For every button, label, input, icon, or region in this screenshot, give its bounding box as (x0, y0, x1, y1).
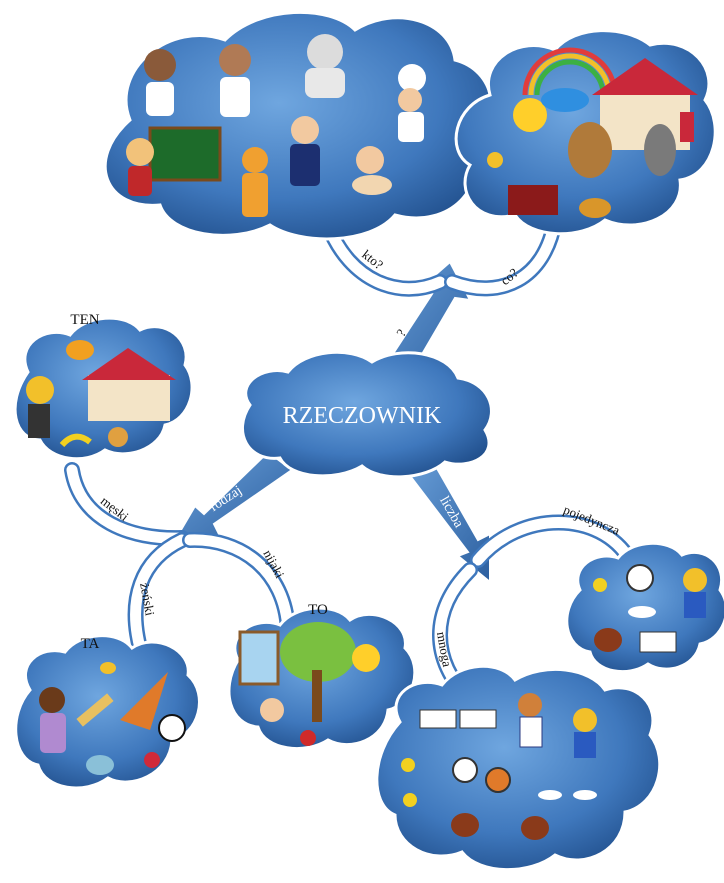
cloud-singular (565, 541, 724, 674)
rainbow-icon (522, 47, 618, 96)
eyes-icon (538, 790, 597, 800)
house-icon (592, 58, 698, 150)
snail-icon (108, 427, 128, 447)
eye-icon (628, 606, 656, 618)
cloud-feminine (14, 634, 201, 790)
rocket-icon (120, 672, 168, 730)
strawberry-icon (144, 752, 160, 768)
book-icon (639, 631, 677, 653)
bee-icon (100, 662, 116, 674)
figure-firefighter (242, 147, 268, 217)
cloud-what (454, 29, 717, 236)
figure-astronaut (305, 34, 345, 98)
clocks-icon (452, 757, 511, 793)
clock-icon (626, 564, 654, 592)
cloud-small-icon (541, 88, 589, 112)
flower-icon (487, 152, 503, 168)
ball-icon (158, 714, 186, 742)
book-icon (508, 185, 558, 215)
figure-teacher (126, 126, 222, 196)
heading-masculine: TEN (70, 312, 99, 328)
cloud-plural (375, 664, 662, 872)
girl-icon (39, 687, 66, 753)
heading-neuter: TO (308, 602, 328, 618)
baby-icon (260, 698, 284, 722)
books-icon (419, 709, 497, 729)
figure-painter (144, 49, 176, 116)
plural-label: mnoga (434, 630, 455, 668)
cat-icon (644, 124, 676, 176)
figure-cook (398, 64, 426, 142)
figure-baby (352, 146, 392, 195)
cloud-who (103, 10, 493, 241)
dog-icon (568, 122, 612, 178)
center-label: RZECZOWNIK (283, 403, 442, 429)
cloud-masculine (13, 316, 194, 461)
daffodil-icon (593, 578, 607, 592)
squirrel-icon (594, 628, 622, 652)
apple-icon (300, 730, 316, 746)
ruler-icon (76, 693, 114, 727)
banana-icon (59, 433, 92, 448)
heading-feminine: TA (81, 636, 100, 652)
sun-icon (513, 98, 547, 132)
daffodils-icon (401, 758, 417, 807)
figure-doctor (219, 44, 251, 117)
sun-icon (352, 644, 380, 672)
figure-policeman (290, 116, 320, 186)
burger-icon (579, 198, 611, 218)
butterfly-icon (66, 340, 94, 360)
house-icon (82, 348, 176, 421)
squirrels-icon (451, 813, 549, 840)
cloud-neuter (227, 606, 417, 751)
tree-icon (280, 622, 356, 722)
boy-icon (26, 376, 54, 438)
window-icon (238, 630, 280, 686)
children-icon (518, 693, 597, 758)
connectors (64, 212, 638, 708)
feminine-label: żeński (137, 582, 158, 618)
girl-icon (683, 568, 707, 618)
lamp-icon (86, 755, 114, 775)
center-cloud (240, 350, 493, 479)
